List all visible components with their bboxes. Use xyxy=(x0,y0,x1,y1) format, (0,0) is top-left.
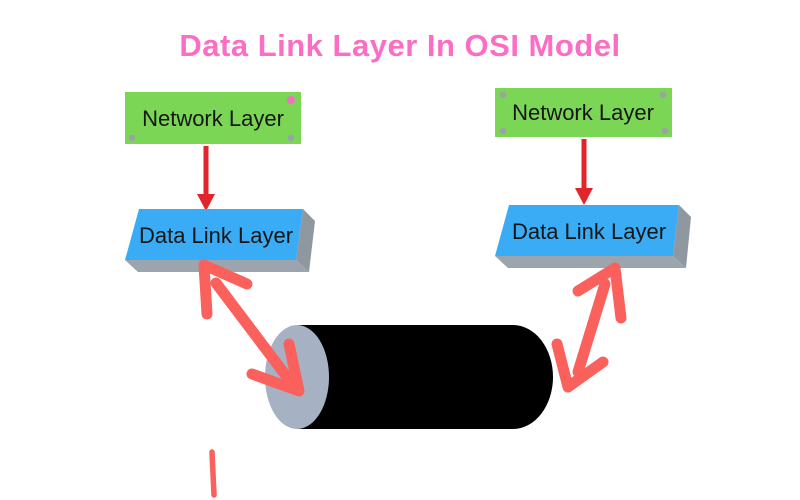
double-arrow-icon-left xyxy=(198,259,305,397)
slab-front-face xyxy=(495,205,679,256)
datalink-layer-label-right: Data Link Layer xyxy=(512,219,666,244)
handle-dot-gray-icon xyxy=(499,127,507,135)
handle-dot-gray-icon xyxy=(661,127,669,135)
double-arrow-icon-right xyxy=(551,262,627,393)
network-layer-rect-left xyxy=(125,92,301,144)
datalink-layer-box-left: Data Link Layer xyxy=(125,209,315,272)
down-arrow-icon-left xyxy=(197,146,215,211)
physical-medium-cylinder xyxy=(265,325,553,429)
handle-dot-pink-icon xyxy=(287,96,295,104)
page-title: Data Link Layer In OSI Model xyxy=(179,28,621,63)
slab-right-face xyxy=(673,205,691,268)
datalink-layer-box-right: Data Link Layer xyxy=(495,205,691,268)
red-mark-annotation xyxy=(209,449,217,498)
handle-dot-gray-icon xyxy=(128,134,136,142)
datalink-layer-label-left: Data Link Layer xyxy=(139,223,293,248)
handle-dot-gray-icon xyxy=(287,134,295,142)
network-layer-rect-right xyxy=(495,88,672,137)
slab-front-face xyxy=(125,209,303,260)
network-layer-box-right: Network Layer xyxy=(495,88,672,137)
handle-dot-gray-icon xyxy=(499,91,507,99)
down-arrow-icon-right xyxy=(575,139,593,205)
network-layer-box-left: Network Layer xyxy=(125,92,301,144)
cylinder-body xyxy=(297,325,553,429)
network-layer-label-right: Network Layer xyxy=(512,100,654,125)
network-layer-label-left: Network Layer xyxy=(142,106,284,131)
slab-right-face xyxy=(296,209,315,272)
handle-dot-gray-icon xyxy=(659,91,667,99)
slab-bottom-face xyxy=(495,256,686,268)
